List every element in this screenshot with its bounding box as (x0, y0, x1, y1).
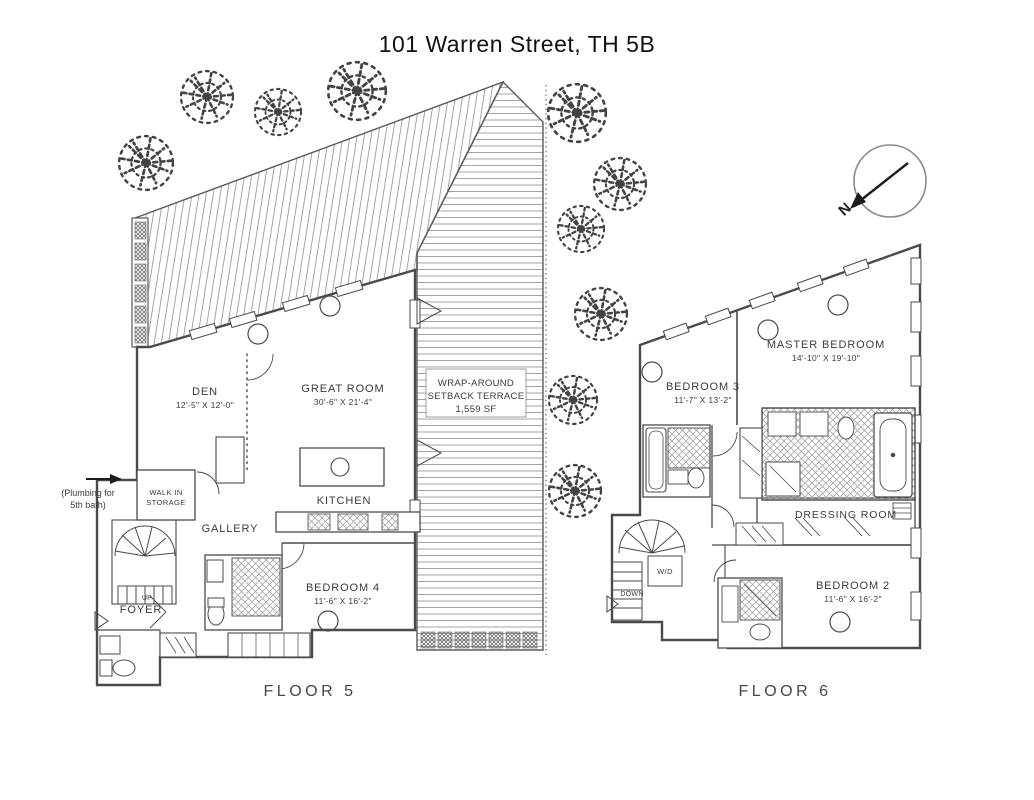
storage-label-1: WALK IN (149, 488, 182, 497)
sink-icon (206, 559, 224, 583)
den-divider (215, 353, 274, 484)
bedroom4-dims: 11'-6" X 16'-2" (314, 596, 372, 606)
floor5-kitchen-fixtures (275, 447, 421, 570)
bedroom4-bathroom (204, 554, 283, 631)
floor5-title: FLOOR 5 (264, 683, 357, 700)
plumbing-note-arrow (86, 474, 122, 484)
tree-icon (117, 134, 175, 192)
foyer-fixtures (94, 595, 311, 677)
tree-icon (547, 374, 599, 426)
dressing-room-label: DRESSING ROOM (795, 509, 897, 521)
bedroom2-bathroom (717, 577, 783, 649)
bedroom2-dims: 11'-6" X 16'-2" (824, 594, 882, 604)
tree-icon (592, 156, 648, 212)
range-icon (307, 513, 331, 531)
toilet-icon (687, 467, 705, 489)
sink-icon (767, 411, 797, 437)
shelf-icon (892, 502, 912, 520)
kitchen-label: KITCHEN (317, 495, 372, 507)
stair-up-label: UP (142, 595, 152, 602)
dressing-room-fixtures (794, 502, 912, 537)
compass-icon: N (835, 144, 927, 220)
floor5-windows (188, 279, 421, 529)
tree-icon (179, 69, 235, 125)
floor6-title: FLOOR 6 (739, 683, 832, 700)
floor6-plan: BEDROOM 3 11'-7" X 13'-2" MASTER BEDROOM… (606, 243, 922, 700)
den-dims: 12'-5" X 12'-0" (176, 400, 234, 410)
closet-rod-marks (794, 517, 871, 537)
tree-icon (556, 204, 606, 254)
gallery-label: GALLERY (202, 523, 259, 535)
island-sink (330, 457, 350, 477)
terrace-label-2: SETBACK TERRACE (428, 391, 525, 402)
storage-label-2: STORAGE (146, 498, 185, 507)
bedroom3-label: BEDROOM 3 (666, 381, 740, 393)
terrace-planters (420, 631, 538, 649)
hall-closet (735, 522, 784, 546)
great-room-dims: 30'-6" X 21'-4" (314, 397, 372, 407)
floor6-labels: BEDROOM 3 11'-7" X 13'-2" MASTER BEDROOM… (620, 339, 897, 700)
bedroom2-label: BEDROOM 2 (816, 580, 890, 592)
foyer-label: FOYER (120, 604, 162, 616)
plumbing-note-1: (Plumbing for (61, 488, 115, 498)
sink-icon (99, 635, 121, 655)
shower-icon (231, 557, 281, 617)
toilet-icon (749, 623, 771, 641)
floor5-columns (247, 295, 341, 632)
great-room-label: GREAT ROOM (301, 383, 384, 395)
entry-door-icon (94, 611, 109, 631)
floor5-labels: DEN 12'-5" X 12'-0" GREAT ROOM 30'-6" X … (61, 378, 524, 700)
floor5-terrace-area (416, 80, 544, 651)
coat-closet (159, 632, 197, 658)
washer-dryer-label: W/D (657, 567, 673, 576)
tree-icon (253, 87, 303, 137)
floor6-stair (611, 519, 686, 621)
tree-icon (546, 82, 608, 144)
plumbing-note-2: 5th bath) (70, 500, 106, 510)
walk-in-storage (136, 469, 220, 521)
floor5-stair (114, 525, 176, 605)
bedroom3-bathroom (642, 424, 711, 498)
bedroom4-label: BEDROOM 4 (306, 582, 380, 594)
tree-icon (547, 463, 603, 519)
tree-icon (326, 60, 388, 122)
floor5-plan: DEN 12'-5" X 12'-0" GREAT ROOM 30'-6" X … (61, 80, 547, 700)
floor5-roof-deck (131, 80, 547, 655)
master-bedroom-dims: 14'-10" X 19'-10" (792, 353, 860, 363)
floor6-columns (641, 294, 851, 633)
terrace-area-label: 1,559 SF (456, 404, 497, 415)
dishwasher-icon (381, 513, 399, 531)
floor5-walls (95, 268, 417, 687)
sink-icon (721, 585, 739, 623)
sink-icon (799, 411, 829, 437)
sink-icon (667, 469, 689, 485)
bedroom3-dims: 11'-7" X 13'-2" (674, 395, 732, 405)
stair-down-label: DOWN (620, 591, 643, 598)
sink-icon (337, 513, 369, 531)
compass-north-label: N (835, 200, 854, 220)
toilet-icon (837, 416, 855, 440)
kitchen-island (299, 447, 385, 487)
floor5-terrace-doors (416, 297, 443, 467)
washer-dryer (647, 555, 683, 587)
tree-icon (573, 286, 629, 342)
master-closet (739, 427, 763, 499)
terrace-label-1: WRAP-AROUND (438, 378, 514, 389)
page-title: 101 Warren Street, TH 5B (379, 31, 656, 57)
terrace-label-box (425, 368, 527, 418)
master-bedroom-label: MASTER BEDROOM (767, 339, 885, 351)
floor6-windows (662, 257, 922, 621)
master-bathroom (761, 407, 916, 501)
toilet-icon (112, 659, 136, 677)
den-cabinet (215, 436, 245, 484)
den-label: DEN (192, 386, 218, 398)
